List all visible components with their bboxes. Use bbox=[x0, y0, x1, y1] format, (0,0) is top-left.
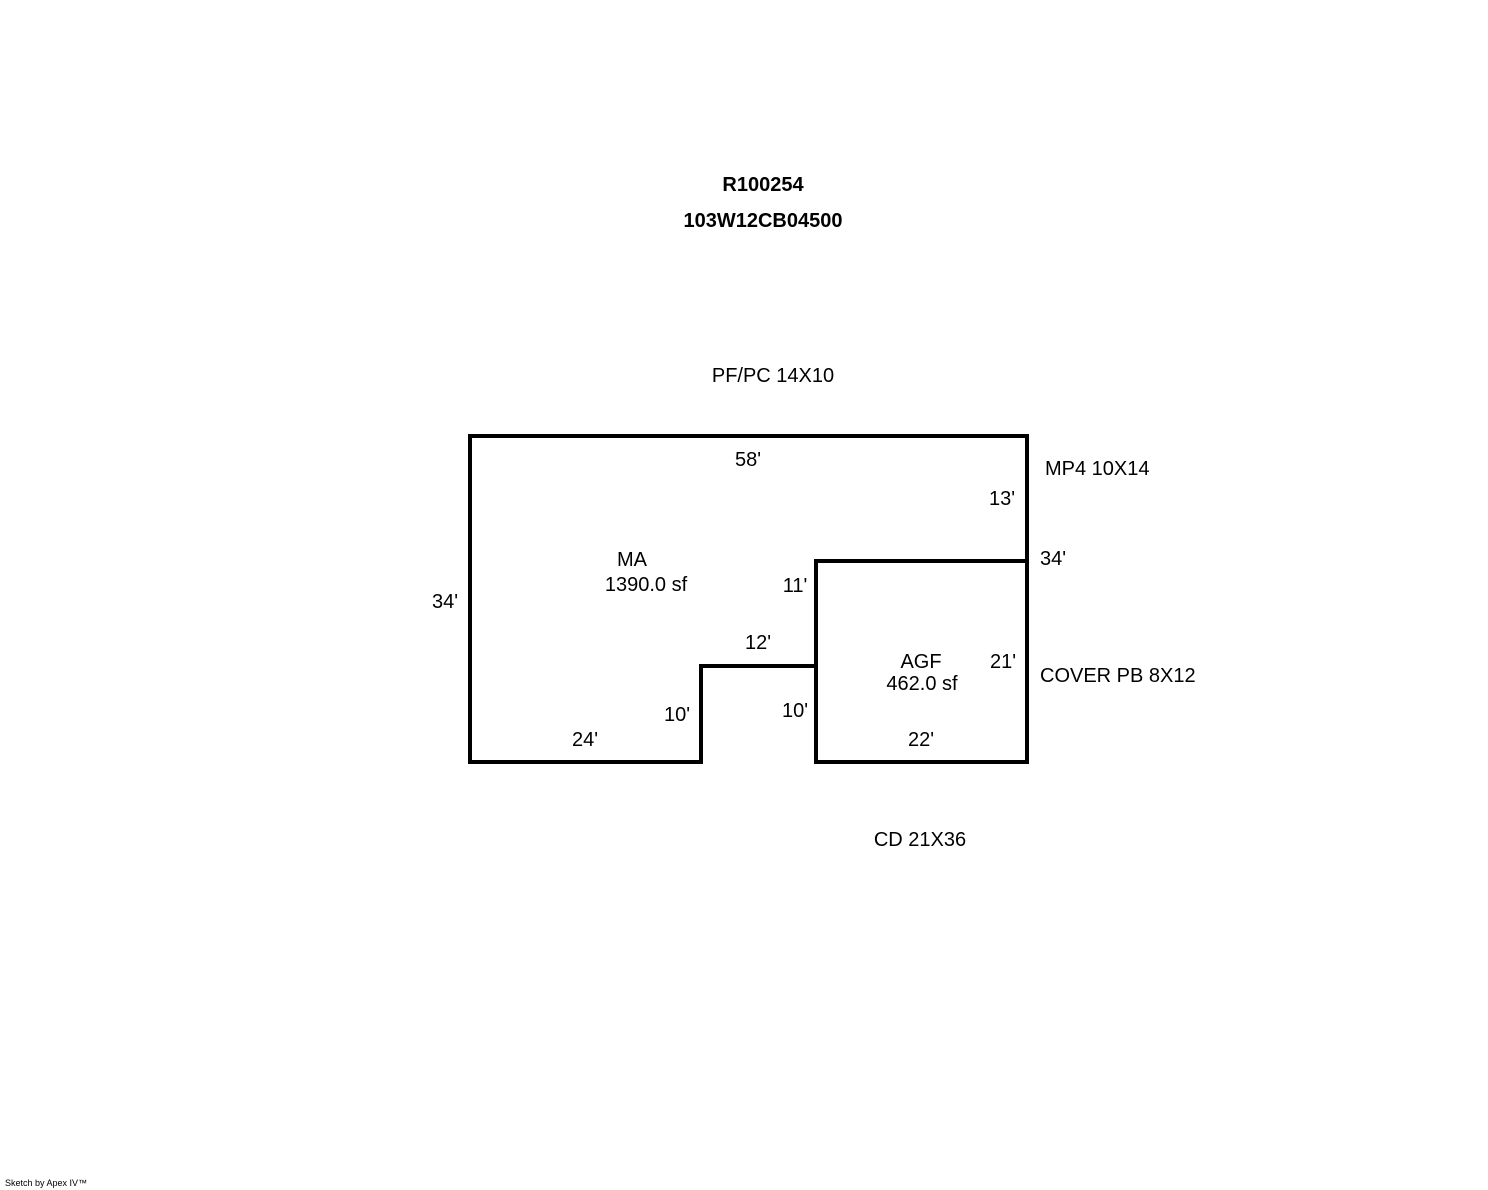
dim-top: 58' bbox=[734, 449, 762, 471]
garage-area-code: AGF bbox=[900, 651, 942, 673]
dim-garage-bottom: 22' bbox=[907, 729, 935, 751]
dim-step-right: 10' bbox=[781, 700, 809, 722]
dim-bottom-left: 24' bbox=[571, 729, 599, 751]
dim-notch-top: 12' bbox=[744, 632, 772, 654]
main-area-code: MA bbox=[617, 549, 647, 571]
label-pf-pc: PF/PC 14X10 bbox=[711, 365, 835, 387]
garage-area-outline bbox=[814, 559, 1029, 764]
dim-notch-left: 11' bbox=[782, 575, 808, 597]
dim-garage-right: 21' bbox=[989, 651, 1017, 673]
parcel-id: 103W12CB04500 bbox=[683, 210, 843, 232]
account-id: R100254 bbox=[722, 174, 804, 196]
dim-right-total: 34' bbox=[1039, 548, 1067, 570]
garage-area-size: 462.0 sf bbox=[886, 673, 958, 695]
label-mp4: MP4 10X14 bbox=[1045, 458, 1150, 480]
dim-step-left: 10' bbox=[663, 704, 691, 726]
sketch-credit: Sketch by Apex IV™ bbox=[5, 1178, 88, 1188]
main-area-outline bbox=[468, 434, 1029, 764]
dim-left: 34' bbox=[431, 591, 459, 613]
label-cover-pb: COVER PB 8X12 bbox=[1040, 665, 1196, 687]
dim-right-upper: 13' bbox=[988, 488, 1016, 510]
main-area-size: 1390.0 sf bbox=[604, 574, 688, 596]
label-cd: CD 21X36 bbox=[873, 829, 967, 851]
